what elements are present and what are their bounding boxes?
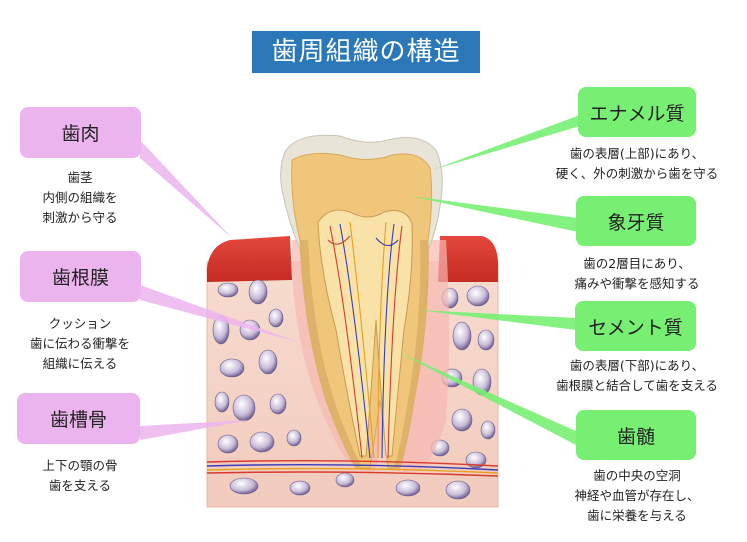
gum-right <box>438 236 498 282</box>
vessel-bundle <box>206 459 499 477</box>
leader-bone <box>140 420 250 440</box>
desc-line: 歯茎 <box>67 170 93 185</box>
desc-pulp: 歯の中央の空洞 神経や血管が存在し、 歯に栄養を与える <box>527 466 747 526</box>
desc-dentin: 歯の2層目にあり、 痛みや衝撃を感知する <box>527 254 747 294</box>
leader-ligament <box>140 285 298 342</box>
desc-line: 歯の2層目にあり、 <box>583 256 691 271</box>
label-dentin: 象牙質 <box>576 196 696 246</box>
leader-enamel <box>432 115 580 170</box>
bone-holes <box>212 279 496 500</box>
leader-dentin <box>410 196 578 232</box>
label-pulp: 歯髄 <box>576 410 696 460</box>
label-alveolar-bone: 歯槽骨 <box>17 393 140 444</box>
desc-cementum: 歯の表層(下部)にあり、 歯根膜と結合して歯を支える <box>527 356 747 396</box>
desc-periodontal-ligament: クッション 歯に伝わる衝撃を 組織に伝える <box>10 314 150 374</box>
cementum <box>300 240 429 468</box>
desc-line: 歯根膜と結合して歯を支える <box>556 378 718 393</box>
desc-line: 硬く、外の刺激から歯を守る <box>555 166 719 181</box>
desc-line: 刺激から守る <box>42 210 118 225</box>
label-enamel: エナメル質 <box>578 87 696 137</box>
desc-line: 歯の中央の空洞 <box>593 468 681 483</box>
desc-line: 内側の組織を <box>42 190 118 205</box>
diagram-title: 歯周組織の構造 <box>252 31 480 73</box>
label-gum: 歯肉 <box>20 107 141 158</box>
leader-pulp <box>398 352 578 446</box>
desc-alveolar-bone: 上下の顎の骨 歯を支える <box>10 456 150 496</box>
desc-line: 歯に伝わる衝撃を <box>29 336 130 351</box>
desc-line: 歯の表層(下部)にあり、 <box>569 358 705 373</box>
leader-cementum <box>418 310 576 330</box>
desc-line: 組織に伝える <box>42 356 118 371</box>
gum-left <box>207 236 292 282</box>
desc-line: 上下の顎の骨 <box>42 458 118 473</box>
desc-line: 歯を支える <box>48 478 112 493</box>
desc-enamel: 歯の表層(上部)にあり、 硬く、外の刺激から歯を守る <box>527 144 747 184</box>
label-periodontal-ligament: 歯根膜 <box>20 251 141 302</box>
desc-line: クッション <box>48 316 112 331</box>
desc-line: 痛みや衝撃を感知する <box>574 276 700 291</box>
desc-gum: 歯茎 内側の組織を 刺激から守る <box>15 168 145 228</box>
desc-line: 神経や血管が存在し、 <box>574 488 700 503</box>
nerves-vessels <box>327 221 403 459</box>
desc-line: 歯の表層(上部)にあり、 <box>569 146 705 161</box>
leader-gum <box>140 140 232 238</box>
label-cementum: セメント質 <box>575 301 696 351</box>
desc-line: 歯に栄養を与える <box>587 508 687 523</box>
